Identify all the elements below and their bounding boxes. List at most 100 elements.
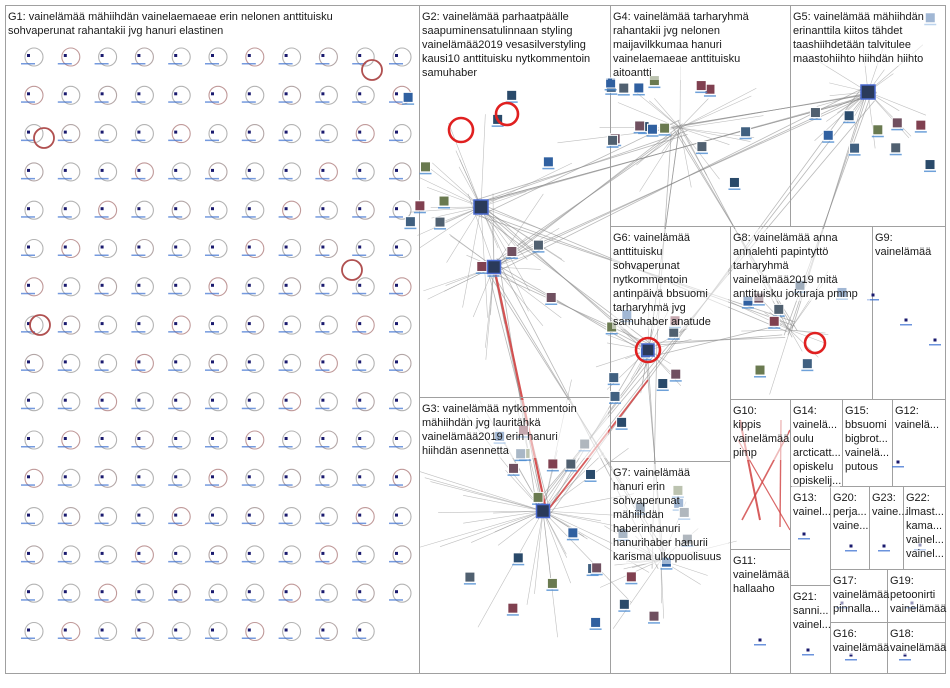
node-label-mark	[278, 216, 293, 218]
node	[63, 590, 67, 594]
self-loop	[282, 353, 302, 373]
group-label-line: vainel...	[906, 548, 944, 560]
node	[211, 54, 214, 57]
self-loop	[171, 545, 191, 565]
node	[358, 628, 362, 632]
self-loop	[24, 621, 44, 642]
node-label-mark	[889, 153, 902, 156]
group-label-line: vainelämää	[733, 433, 790, 445]
self-loop	[61, 85, 81, 105]
edge	[428, 167, 482, 208]
edge	[542, 510, 601, 522]
avatar-node	[616, 416, 628, 428]
group-label-line: G16:	[833, 628, 857, 640]
edge	[679, 127, 692, 188]
node-label-mark	[798, 538, 810, 540]
self-loop	[318, 468, 338, 488]
self-loop	[245, 468, 265, 488]
hub-node	[860, 84, 876, 100]
node-label-mark	[57, 484, 72, 486]
node-label-mark	[639, 358, 652, 361]
node-label-mark	[278, 292, 293, 295]
group-label-line: G8: vainelämää anna	[733, 232, 838, 244]
node-label-mark	[131, 369, 146, 371]
node-label-mark	[21, 484, 35, 486]
self-loop	[171, 353, 191, 373]
self-loop	[61, 200, 81, 220]
node	[27, 628, 30, 632]
node	[358, 360, 362, 364]
edge	[595, 349, 649, 368]
avatar-node	[740, 126, 752, 138]
node-label-mark	[168, 522, 183, 525]
node	[284, 628, 288, 632]
self-loop	[318, 277, 338, 297]
self-loop	[134, 124, 154, 144]
node-label-mark	[131, 446, 146, 448]
self-loop	[282, 392, 302, 412]
group-label-line: tarharyhmä	[733, 260, 790, 272]
node-label-mark	[695, 152, 708, 155]
node-label-mark	[241, 292, 256, 295]
node	[137, 207, 141, 211]
self-loop	[392, 162, 412, 182]
node-label-mark	[241, 177, 256, 180]
self-loop	[245, 430, 265, 450]
node-label-mark	[632, 93, 645, 96]
node	[174, 168, 178, 172]
node	[137, 283, 141, 287]
node	[63, 168, 67, 172]
avatar-node	[532, 239, 544, 251]
avatar-node	[414, 200, 426, 212]
node-label-mark	[205, 101, 219, 103]
node	[395, 551, 398, 555]
node	[247, 283, 251, 287]
node-label-mark	[21, 101, 35, 103]
node	[247, 475, 251, 479]
group-label-backdrop	[421, 8, 608, 80]
node-label-mark	[278, 101, 293, 103]
node	[247, 322, 251, 326]
self-loop	[318, 583, 338, 603]
node-label-mark	[878, 550, 890, 552]
self-loop	[134, 162, 154, 182]
avatar-node	[508, 462, 520, 474]
node-label-mark	[389, 331, 403, 333]
group-label-g22: G22:ilmast...kama...vainel...vainel...	[906, 492, 944, 560]
node-label-mark	[754, 644, 766, 646]
node	[802, 532, 806, 536]
node	[247, 245, 251, 249]
node-label-mark	[463, 583, 476, 585]
node-label-mark	[658, 134, 671, 136]
node	[284, 475, 288, 479]
node	[211, 437, 214, 440]
node-label-mark	[94, 560, 109, 563]
group-label-line: petoonirti	[890, 589, 935, 601]
node	[211, 322, 214, 326]
self-loop	[355, 277, 375, 297]
node-label-mark	[241, 560, 256, 563]
node	[137, 551, 141, 555]
self-loop	[318, 124, 338, 144]
node-label-mark	[389, 177, 403, 180]
node-label-mark	[389, 407, 403, 410]
edge	[494, 510, 544, 533]
node	[247, 513, 251, 517]
group-label-line: pinnalla...	[833, 603, 880, 615]
avatar-node	[695, 80, 707, 92]
edge	[867, 91, 876, 149]
node-label-mark	[546, 589, 559, 591]
group-label-line: vaine...	[872, 506, 907, 518]
self-loop	[24, 47, 44, 67]
node	[358, 54, 362, 57]
node-label-mark	[315, 331, 330, 333]
node-label-mark	[205, 177, 219, 180]
node-label-mark	[57, 177, 72, 180]
edge	[526, 510, 544, 605]
avatar-node	[464, 571, 476, 583]
node-label-mark	[21, 331, 35, 333]
self-loop-strong	[29, 314, 51, 336]
hub-node	[486, 259, 502, 275]
